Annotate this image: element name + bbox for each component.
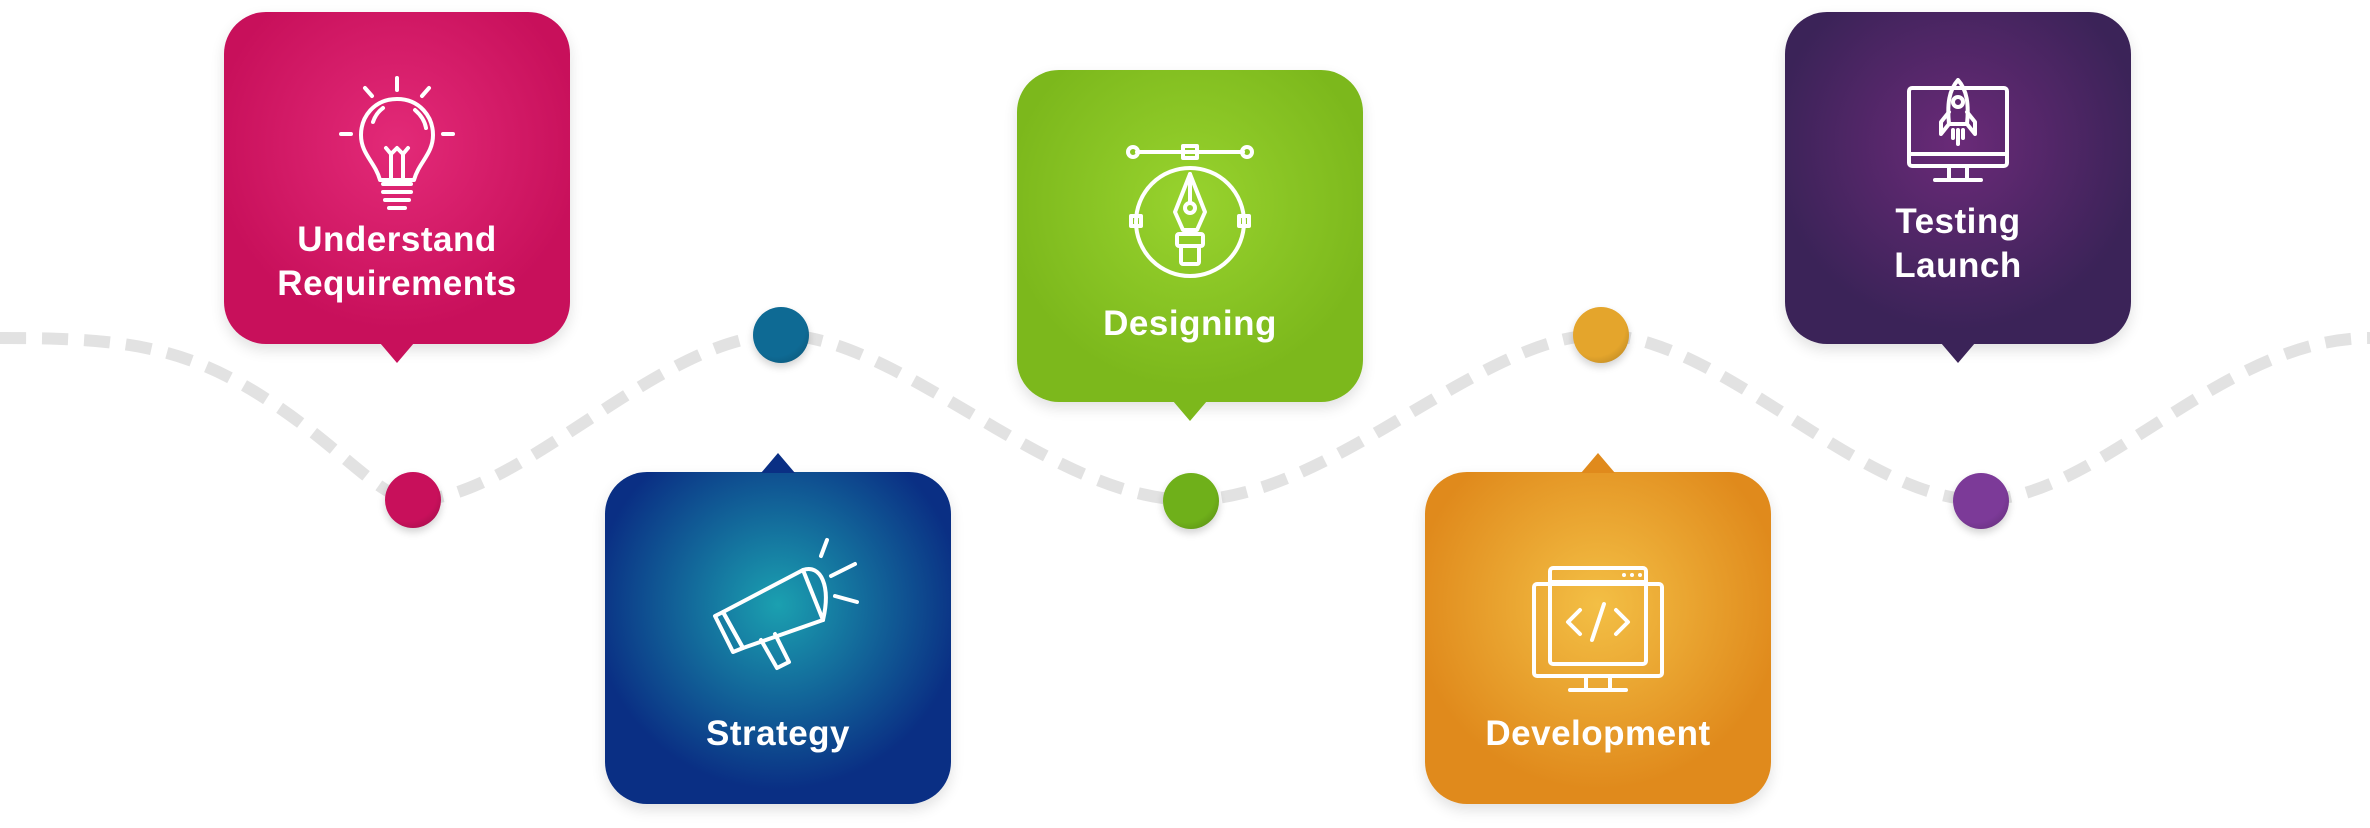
timeline-dot-2 <box>753 307 809 363</box>
step-label-line-1: Development <box>1485 714 1711 753</box>
step-label: Development <box>1425 712 1771 756</box>
step-label: Testing Launch <box>1785 200 2131 288</box>
rocket-monitor-icon <box>1905 78 2011 193</box>
step-label-line-1: Understand <box>297 220 497 259</box>
card-pointer <box>761 453 795 473</box>
step-label: Designing <box>1017 302 1363 346</box>
step-card-strategy: Strategy <box>605 453 951 804</box>
megaphone-icon <box>703 532 863 697</box>
step-label: Understand Requirements <box>224 218 570 306</box>
step-label-line-1: Strategy <box>705 714 851 753</box>
code-monitor-icon <box>1530 564 1666 701</box>
step-label-line-2: Requirements <box>277 264 517 303</box>
step-card-testing-launch: Testing Launch <box>1785 12 2131 363</box>
step-label-line-1: Testing <box>1895 202 2021 241</box>
step-card-designing: Designing <box>1017 70 1363 421</box>
card-pointer <box>380 343 414 363</box>
card-pointer <box>1581 453 1615 473</box>
timeline-dot-5 <box>1953 473 2009 529</box>
pen-tool-icon <box>1123 138 1257 283</box>
timeline-dot-1 <box>385 472 441 528</box>
step-label: Strategy <box>605 712 951 756</box>
step-label-line-1: Designing <box>1103 304 1277 343</box>
step-label-line-2: Launch <box>1894 246 2022 285</box>
step-card-development: Development <box>1425 453 1771 804</box>
timeline-dot-3 <box>1163 473 1219 529</box>
step-card-understand-requirements: Understand Requirements <box>224 12 570 363</box>
lightbulb-icon <box>339 62 455 227</box>
card-pointer <box>1173 401 1207 421</box>
timeline-dot-4 <box>1573 307 1629 363</box>
card-pointer <box>1941 343 1975 363</box>
